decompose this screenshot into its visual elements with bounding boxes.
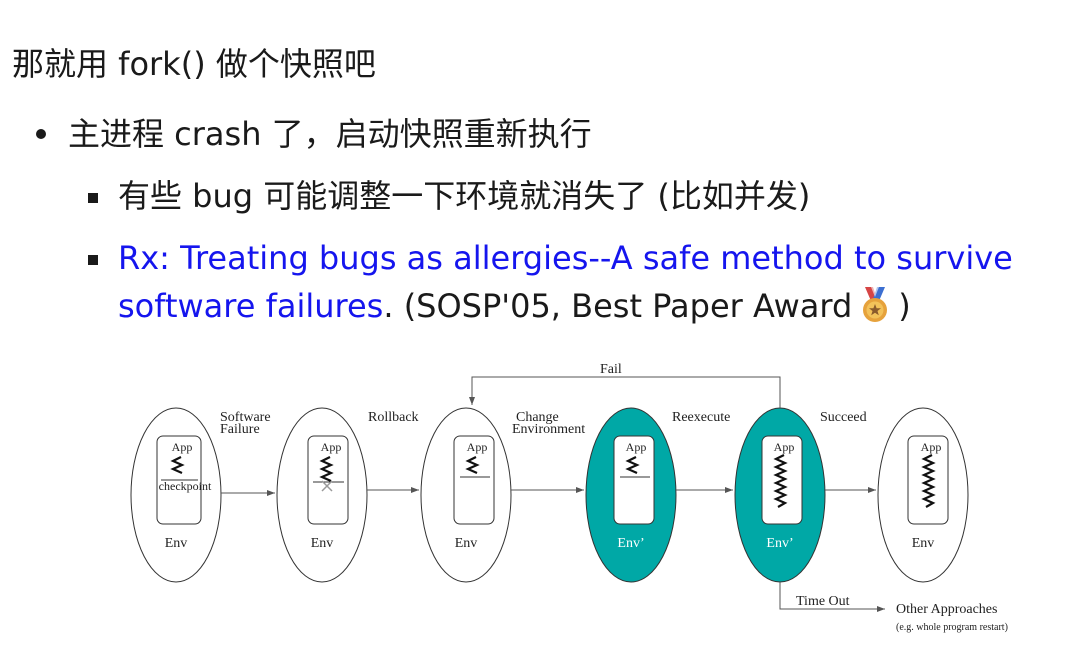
- bullet-sub-1: 有些 bug 可能调整一下环境就消失了 (比如并发): [88, 172, 810, 220]
- flow-arrows: [221, 376, 885, 612]
- slide-title: 那就用 fork() 做个快照吧: [12, 45, 376, 83]
- paper-venue-close: ): [898, 287, 911, 325]
- state-rollback: App Env: [276, 407, 368, 583]
- env-label: Env: [311, 536, 334, 551]
- bullet-main-text: 主进程 crash 了，启动快照重新执行: [68, 115, 592, 153]
- bullet-sub-2-line2: software failures. (SOSP'05, Best Paper …: [118, 282, 1048, 336]
- app-label: App: [467, 440, 488, 454]
- env-prime-label: Env’: [766, 536, 793, 551]
- state-env-prime-2: App Env’: [734, 407, 826, 583]
- bullet-sub-2: Rx: Treating bugs as allergies--A safe m…: [88, 234, 1048, 336]
- succeed-label: Succeed: [820, 410, 867, 425]
- bullet-main: 主进程 crash 了，启动快照重新执行: [36, 112, 592, 156]
- env-label: Env: [165, 536, 188, 551]
- env-label: Env: [912, 536, 935, 551]
- rollback-label: Rollback: [368, 410, 419, 425]
- app-label: App: [321, 440, 342, 454]
- other-approaches-note: (e.g. whole program restart): [896, 622, 1008, 633]
- software-failure-label: Software: [220, 410, 271, 425]
- state-env-prime-1: App Env’: [585, 407, 677, 583]
- bullet-square: [88, 255, 98, 265]
- state-change-env: App Env: [420, 407, 512, 583]
- edge-labels: Software Failure Rollback Change Environ…: [220, 362, 1008, 633]
- app-label: App: [626, 440, 647, 454]
- fail-label: Fail: [600, 362, 622, 377]
- bullet-sub-1-text: 有些 bug 可能调整一下环境就消失了 (比如并发): [118, 177, 811, 215]
- checkpoint-label: checkpoint: [159, 479, 212, 493]
- paper-venue-text: . (SOSP'05, Best Paper Award: [383, 287, 853, 325]
- env-label: Env: [455, 536, 478, 551]
- change-env-label: Change: [516, 410, 559, 425]
- app-label: App: [921, 440, 942, 454]
- bullet-dot: [36, 129, 46, 139]
- state-checkpoint: App checkpoint Env: [130, 407, 222, 583]
- bullet-sub-2-line1: Rx: Treating bugs as allergies--A safe m…: [118, 234, 1048, 282]
- env-prime-label: Env’: [617, 536, 644, 551]
- app-label: App: [172, 440, 193, 454]
- software-failure-label-2: Failure: [220, 422, 260, 437]
- paper-link-cont[interactable]: software failures: [118, 287, 384, 325]
- rx-flow-diagram: App checkpoint Env App Env App Env App E…: [130, 362, 1008, 633]
- reexecute-label: Reexecute: [672, 410, 730, 425]
- time-out-label: Time Out: [796, 594, 850, 609]
- state-success: App Env: [877, 407, 969, 583]
- change-env-label-2: Environment: [512, 422, 585, 437]
- bullet-square: [88, 193, 98, 203]
- app-label: App: [774, 440, 795, 454]
- medal-icon: [858, 287, 892, 336]
- paper-link[interactable]: Rx: Treating bugs as allergies--A safe m…: [118, 239, 1013, 277]
- other-approaches-label: Other Approaches: [896, 602, 997, 617]
